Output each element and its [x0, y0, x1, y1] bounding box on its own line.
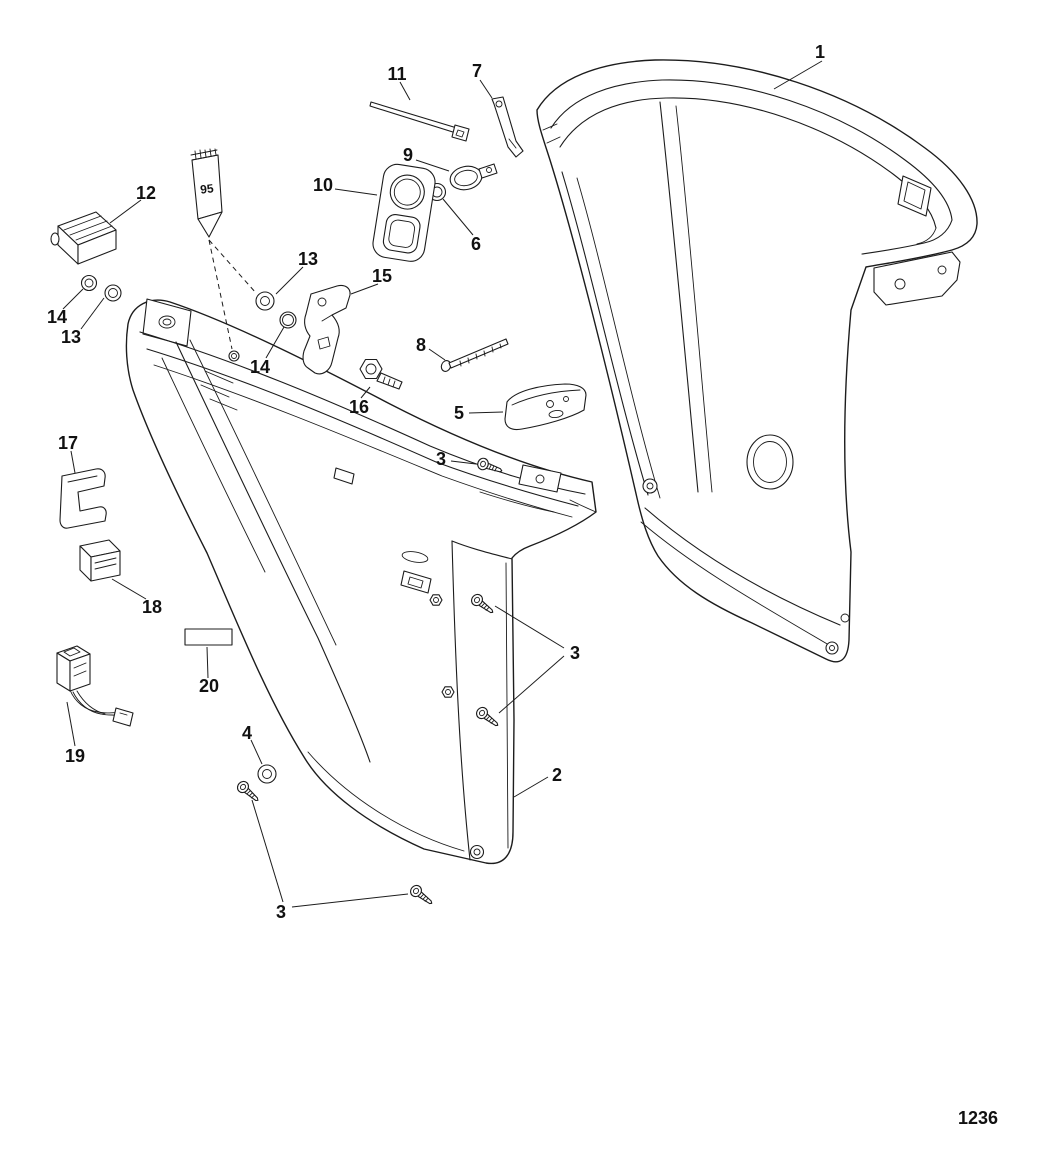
- cowl-port-hole: [746, 434, 794, 490]
- cowl-latch-plate: [518, 464, 562, 493]
- part-3-screw: [234, 778, 263, 806]
- callout-20: 20: [199, 676, 219, 696]
- part-18-module: [79, 539, 121, 582]
- callout-14-left: 14: [47, 307, 67, 327]
- callout-7: 7: [472, 61, 482, 81]
- page-number: 1236: [958, 1108, 998, 1128]
- part-19-switch: [56, 645, 134, 727]
- assembly-axis-dashed: [208, 239, 257, 294]
- part-20-decal: [184, 628, 233, 646]
- callout-numbers: 1 11 7 9 12 10 6 13 15 14 13 14 8 16 5 3…: [47, 42, 825, 922]
- leader-lines: [62, 60, 823, 908]
- part-15-bracket: [302, 284, 351, 375]
- part-11-cable-tie: [369, 101, 470, 142]
- cowl-bracket: [873, 251, 961, 306]
- part-7-link: [491, 96, 524, 158]
- part-12-plug: [50, 211, 117, 265]
- callout-17: 17: [58, 433, 78, 453]
- callout-5: 5: [454, 403, 464, 423]
- cowl-slot: [897, 175, 932, 217]
- callout-3-bottom: 3: [276, 902, 286, 922]
- part-1-bottom-cowl-right-half: [536, 59, 978, 663]
- part-14-oring: [279, 311, 297, 329]
- callout-8: 8: [416, 335, 426, 355]
- callout-13-left: 13: [61, 327, 81, 347]
- part-13-washer: [255, 291, 275, 311]
- callout-16: 16: [349, 397, 369, 417]
- tube-nozzle: [197, 211, 223, 238]
- callout-1: 1: [815, 42, 825, 62]
- grommet-hole: [228, 350, 240, 362]
- part-14-washer-left: [80, 274, 98, 292]
- callout-2: 2: [552, 765, 562, 785]
- part-2-bottom-cowl-left-half: [125, 298, 597, 865]
- switch-wire: [69, 689, 119, 714]
- part-17-clip: [59, 468, 107, 529]
- part-4-washer: [257, 764, 277, 784]
- callout-9: 9: [403, 145, 413, 165]
- callout-12: 12: [136, 183, 156, 203]
- part-9-cap: [449, 163, 498, 191]
- part-13-grommet-left: [104, 284, 122, 302]
- callout-11: 11: [387, 64, 406, 84]
- callout-3-mid: 3: [570, 643, 580, 663]
- part-5-cover: [504, 383, 587, 431]
- part-16-bolt: [359, 358, 403, 390]
- callout-15: 15: [372, 266, 392, 286]
- adhesive-tube: 95: [190, 148, 257, 350]
- screw-boss: [441, 686, 455, 698]
- callout-13-upper: 13: [298, 249, 318, 269]
- assembly-axis-dashed: [208, 239, 233, 350]
- callout-6: 6: [471, 234, 481, 254]
- screw-boss: [429, 594, 443, 606]
- part-10-bezel: [372, 163, 436, 262]
- latch-keeper: [400, 570, 432, 594]
- callout-14-mid: 14: [250, 357, 270, 377]
- switch-wire: [76, 690, 106, 715]
- callout-18: 18: [142, 597, 162, 617]
- part-3-screw: [407, 882, 436, 909]
- cowl-mount-bracket: [142, 298, 192, 347]
- callout-19: 19: [65, 746, 85, 766]
- callout-4: 4: [242, 723, 252, 743]
- callout-3-top: 3: [436, 449, 446, 469]
- tube-95-label: 95: [199, 181, 214, 197]
- part-8-screw-long: [440, 338, 509, 372]
- wire-connector: [112, 707, 134, 727]
- callout-10: 10: [313, 175, 333, 195]
